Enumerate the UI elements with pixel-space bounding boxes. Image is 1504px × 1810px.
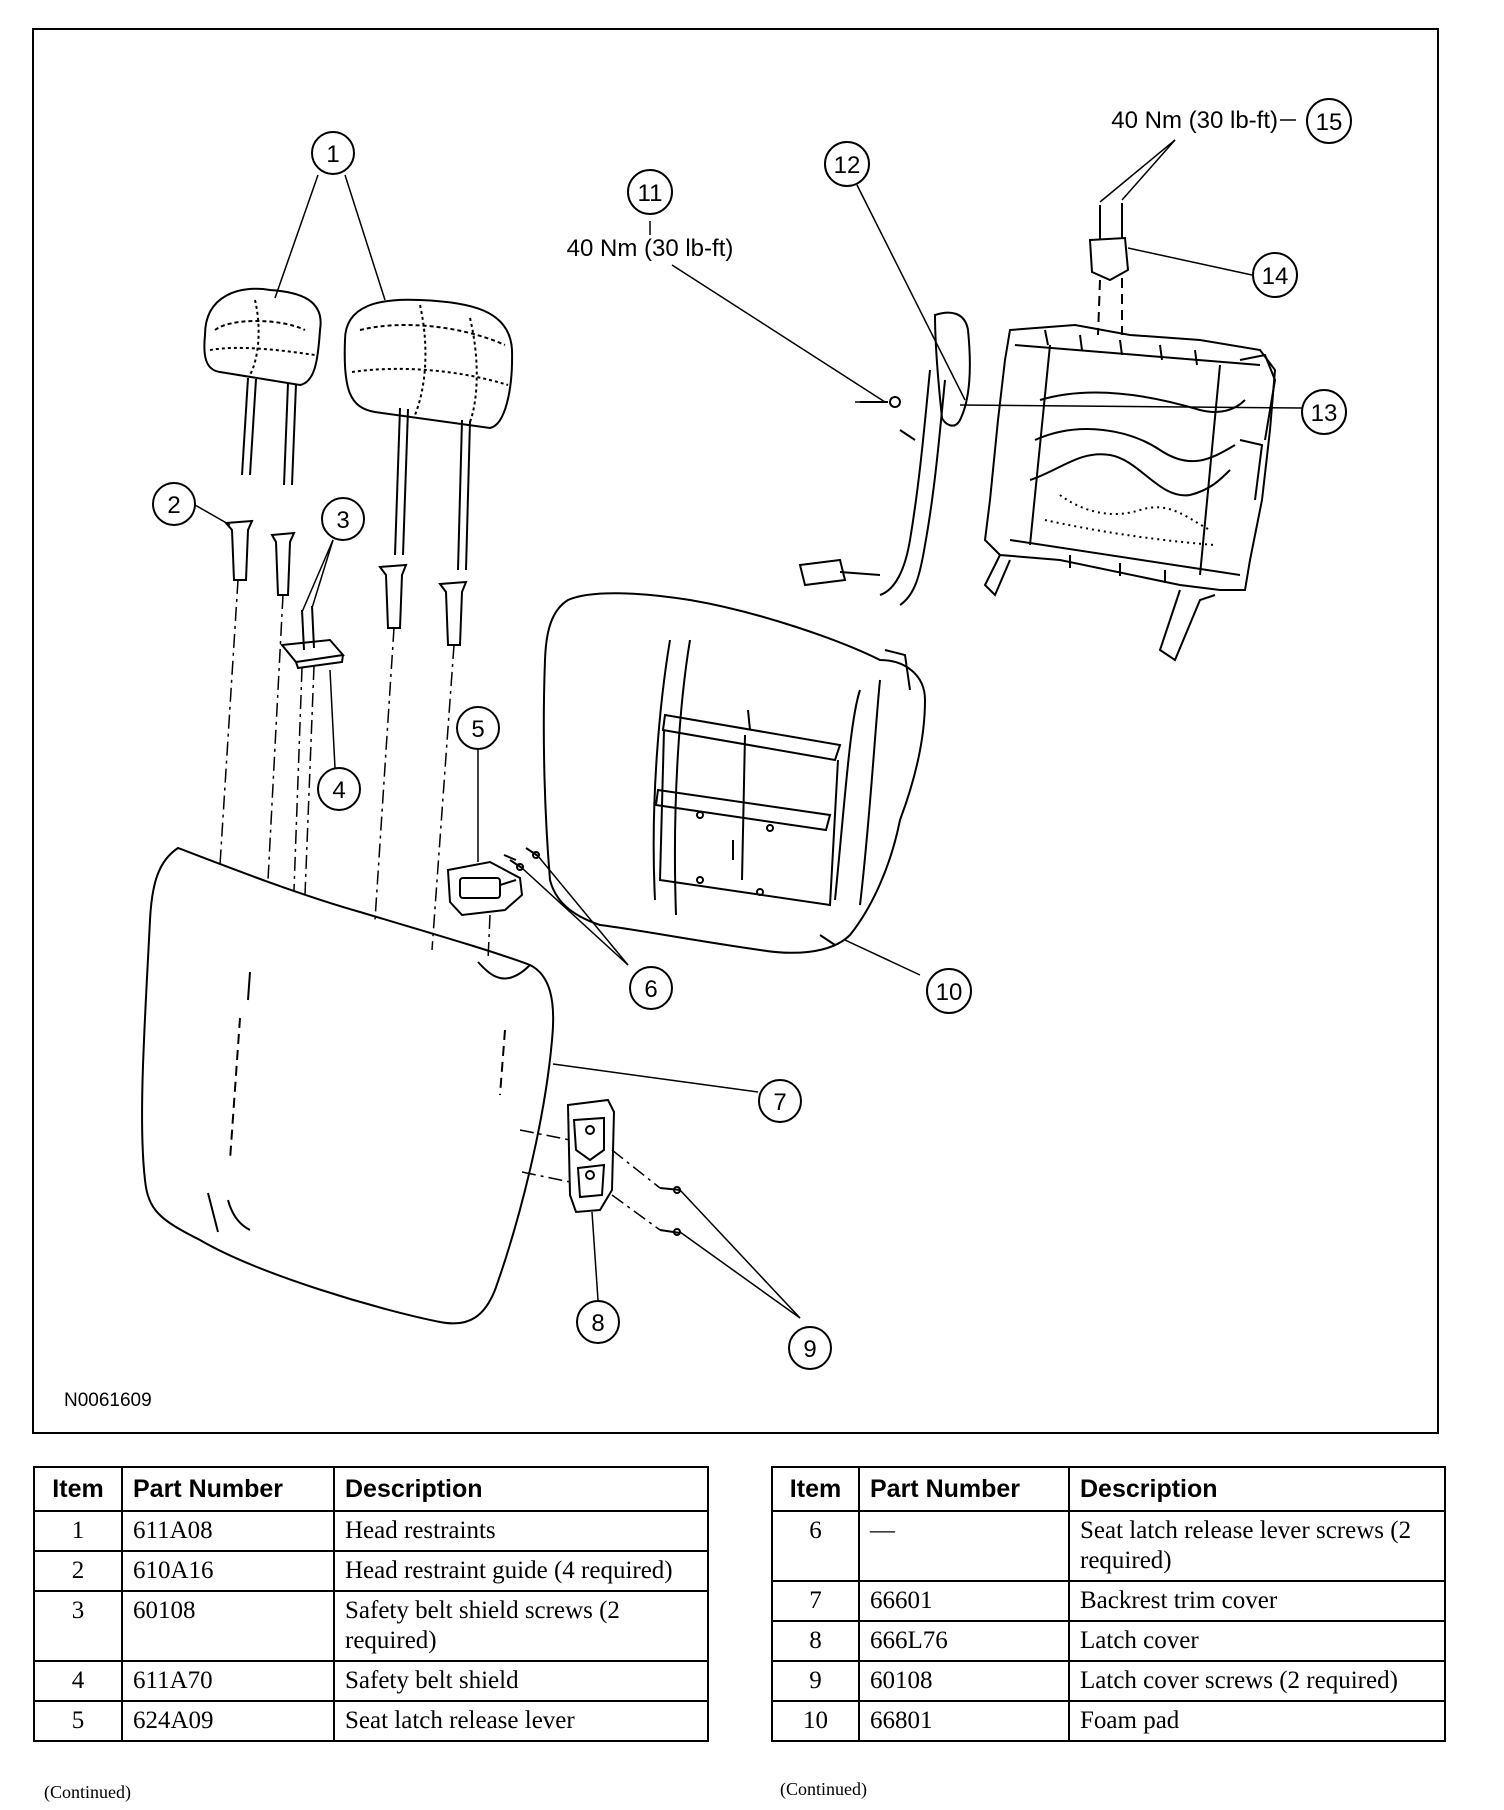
cell-description: Backrest trim cover [1068, 1580, 1446, 1622]
cell-description: Seat latch release lever screws (2 requi… [1068, 1510, 1446, 1582]
callout-11: 11 [627, 169, 673, 215]
svg-text:10: 10 [936, 979, 963, 1006]
callout-8: 8 [576, 1300, 620, 1344]
svg-text:15: 15 [1316, 109, 1343, 136]
cell-part-number: 66601 [858, 1580, 1070, 1622]
cell-item: 9 [771, 1660, 860, 1702]
table-header-row: Item Part Number Description [33, 1466, 709, 1512]
cell-part-number: 611A70 [121, 1660, 335, 1702]
cell-item: 7 [771, 1580, 860, 1622]
svg-text:2: 2 [167, 492, 180, 519]
head-restraint-left [203, 287, 322, 486]
table-row: 3 60108 Safety belt shield screws (2 req… [33, 1590, 709, 1662]
cell-item: 4 [33, 1660, 123, 1702]
cell-item: 1 [33, 1510, 123, 1552]
cell-part-number: 624A09 [121, 1700, 335, 1742]
cell-part-number: 666L76 [858, 1620, 1070, 1662]
cell-item: 5 [33, 1700, 123, 1742]
continued-note-left: (Continued) [44, 1782, 131, 1802]
cell-part-number: — [858, 1510, 1070, 1582]
head-restraint-right [343, 298, 514, 571]
cell-item: 10 [771, 1700, 860, 1742]
exploded-view-diagram: 1 2 3 4 5 6 7 8 9 10 11 12 13 14 15 40 N… [32, 28, 1439, 1434]
callout-14: 14 [1252, 252, 1298, 298]
callout-13: 13 [1301, 389, 1347, 435]
svg-text:6: 6 [644, 976, 657, 1003]
cell-description: Foam pad [1068, 1700, 1446, 1742]
header-part-number: Part Number [121, 1466, 335, 1512]
seat-back-frame [983, 323, 1277, 662]
torque-label-11: 40 Nm (30 lb-ft) [567, 235, 734, 262]
svg-text:7: 7 [773, 1089, 786, 1116]
callout-15: 15 [1306, 98, 1352, 144]
cell-description: Seat latch release lever [333, 1700, 709, 1742]
svg-text:14: 14 [1262, 263, 1289, 290]
seat-latch-release-lever [446, 854, 524, 917]
cell-description: Head restraint guide (4 required) [333, 1550, 709, 1592]
parts-table-left: Item Part Number Description 1 611A08 He… [33, 1466, 709, 1742]
header-item: Item [771, 1466, 860, 1512]
callout-1: 1 [311, 131, 355, 175]
continued-note-right: (Continued) [780, 1779, 867, 1799]
callout-3: 3 [321, 497, 365, 541]
torque-label-15: 40 Nm (30 lb-ft) [1111, 107, 1278, 134]
leader-lines [194, 119, 1303, 1319]
figure-id: N0061609 [64, 1390, 152, 1411]
table-row: 5 624A09 Seat latch release lever [33, 1700, 709, 1742]
cell-description: Latch cover [1068, 1620, 1446, 1662]
svg-text:12: 12 [834, 152, 861, 179]
safety-belt-shield [280, 605, 345, 670]
header-part-number: Part Number [858, 1466, 1070, 1512]
cell-item: 2 [33, 1550, 123, 1592]
callout-5: 5 [456, 706, 500, 750]
table-row: 10 66801 Foam pad [771, 1700, 1446, 1742]
table-row: 4 611A70 Safety belt shield [33, 1660, 709, 1702]
table-row: 6 — Seat latch release lever screws (2 r… [771, 1510, 1446, 1582]
svg-text:1: 1 [326, 141, 339, 168]
callout-10: 10 [926, 968, 972, 1014]
svg-text:3: 3 [336, 507, 349, 534]
seat-back-bracket [1088, 203, 1130, 336]
head-restraint-guides [223, 519, 468, 646]
svg-text:8: 8 [591, 1310, 604, 1337]
header-description: Description [1068, 1466, 1446, 1512]
seat-latch-release-lever-screws [509, 847, 540, 871]
callout-7: 7 [758, 1079, 802, 1123]
cell-part-number: 611A08 [121, 1510, 335, 1552]
svg-text:9: 9 [803, 1336, 816, 1363]
cell-item: 3 [33, 1590, 123, 1662]
table-row: 2 610A16 Head restraint guide (4 require… [33, 1550, 709, 1592]
table-header-row: Item Part Number Description [771, 1466, 1446, 1512]
diagram-frame [32, 28, 1439, 1434]
latch-cover [566, 1098, 616, 1214]
callout-9: 9 [788, 1326, 832, 1370]
callout-6: 6 [629, 966, 673, 1010]
svg-text:11: 11 [638, 180, 663, 207]
callout-2: 2 [152, 482, 196, 526]
cell-item: 6 [771, 1510, 860, 1582]
cell-part-number: 66801 [858, 1700, 1070, 1742]
cell-description: Latch cover screws (2 required) [1068, 1660, 1446, 1702]
foam-pad [542, 592, 927, 954]
callout-4: 4 [317, 767, 361, 811]
parts-table-right: Item Part Number Description 6 — Seat la… [771, 1466, 1446, 1742]
cell-description: Safety belt shield [333, 1660, 709, 1702]
svg-text:5: 5 [471, 716, 484, 743]
cell-description: Head restraints [333, 1510, 709, 1552]
svg-text:13: 13 [1311, 400, 1338, 427]
header-description: Description [333, 1466, 709, 1512]
table-row: 1 611A08 Head restraints [33, 1510, 709, 1552]
alignment-lines [219, 401, 880, 1231]
table-row: 9 60108 Latch cover screws (2 required) [771, 1660, 1446, 1702]
callout-12: 12 [824, 141, 870, 187]
cell-part-number: 610A16 [121, 1550, 335, 1592]
cell-description: Safety belt shield screws (2 required) [333, 1590, 709, 1662]
cell-part-number: 60108 [121, 1590, 335, 1662]
table-row: 8 666L76 Latch cover [771, 1620, 1446, 1662]
cell-part-number: 60108 [858, 1660, 1070, 1702]
table-row: 7 66601 Backrest trim cover [771, 1580, 1446, 1622]
header-item: Item [33, 1466, 123, 1512]
svg-text:4: 4 [332, 777, 345, 804]
cell-item: 8 [771, 1620, 860, 1662]
